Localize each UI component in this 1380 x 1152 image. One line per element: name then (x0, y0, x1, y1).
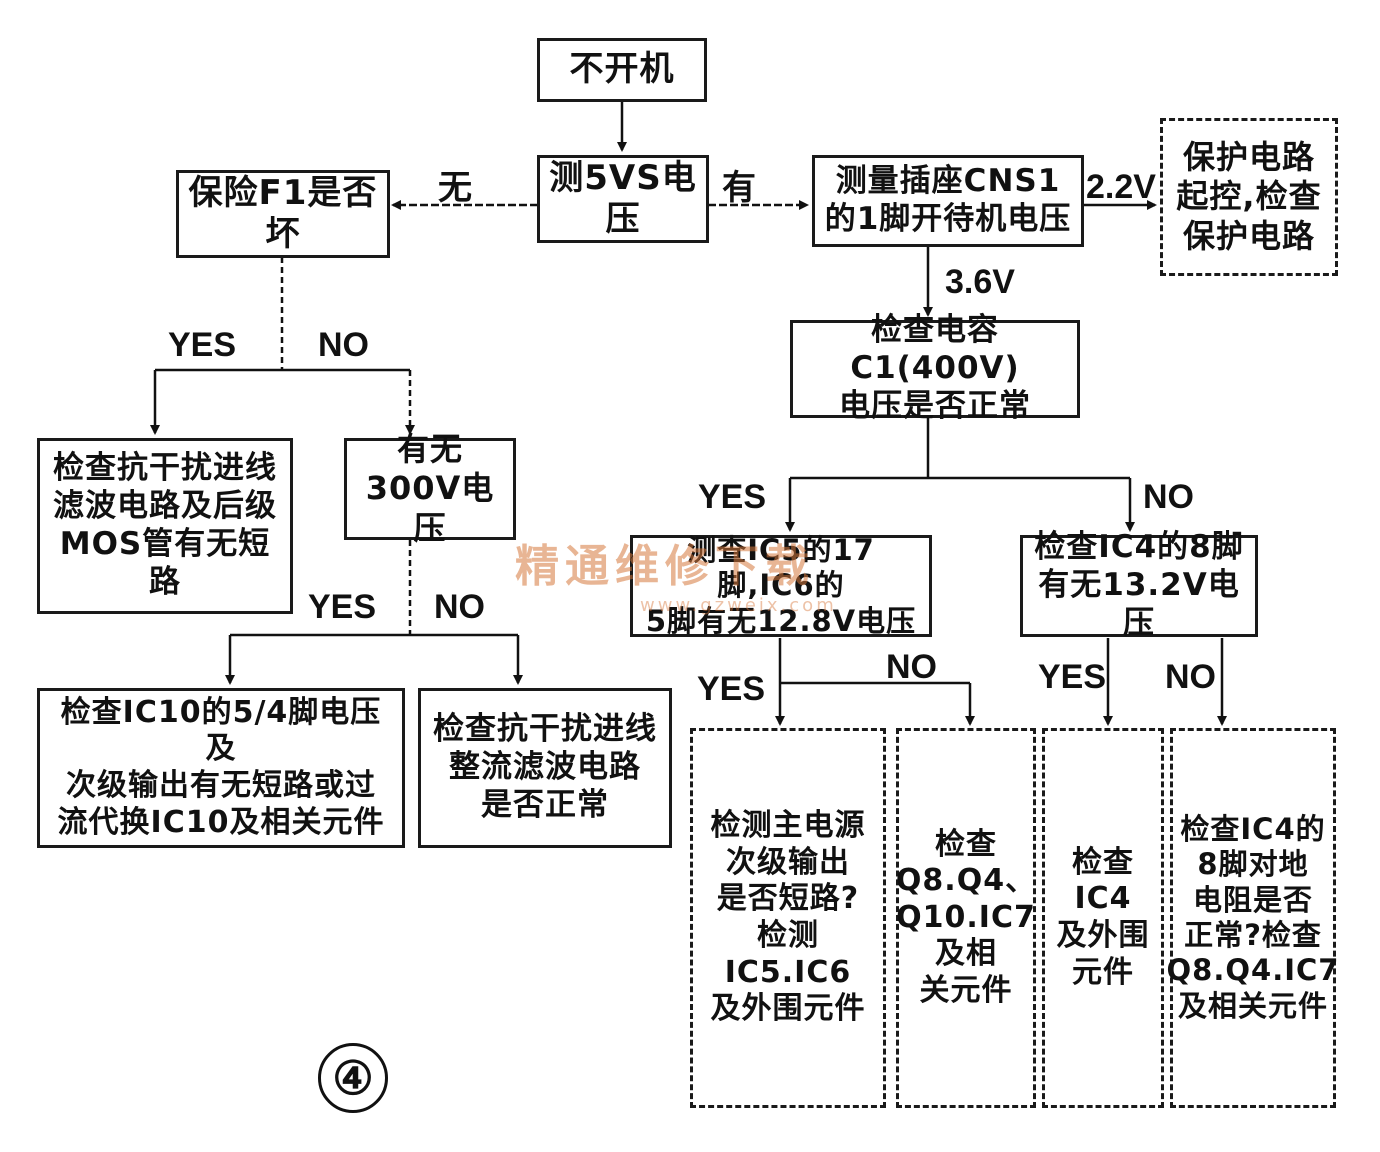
emi-mos-node: 检查抗干扰进线 滤波电路及后级 MOS管有无短路 (37, 438, 293, 614)
emi-rect-node: 检查抗干扰进线 整流滤波电路 是否正常 (418, 688, 672, 848)
label-no-c1: NO (1143, 478, 1194, 516)
label-yes-ic4: YES (1038, 658, 1107, 696)
q8-q4-node: 检查 Q8.Q4、 Q10.IC7 及相 关元件 (896, 728, 1036, 1108)
label-wu: 无 (438, 169, 472, 207)
cns1-node: 测量插座CNS1 的1脚开待机电压 (812, 155, 1084, 247)
v300-node: 有无 300V电压 (344, 430, 516, 547)
label-no-ic5: NO (886, 648, 937, 686)
label-yes-c1: YES (698, 478, 767, 516)
protect-node: 保护电路 起控,检查 保护电路 (1160, 118, 1338, 276)
ic4-resistance-node: 检查IC4的 8脚对地 电阻是否 正常?检查 Q8.Q4.IC7 及相关元件 (1167, 728, 1338, 1108)
label-yes-ic5: YES (697, 670, 766, 708)
ic10-node: 检查IC10的5/4脚电压及 次级输出有无短路或过 流代换IC10及相关元件 (37, 688, 405, 848)
watermark-url: www.gzweix.com (640, 595, 837, 616)
c1-node: 检查电容C1(400V) 电压是否正常 (790, 312, 1080, 424)
fuse-node: 保险F1是否坏 (176, 170, 390, 258)
main-secondary-node: 检测主电源 次级输出 是否短路? 检测IC5.IC6 及外围元件 (690, 728, 886, 1108)
start-node: 不开机 (537, 38, 707, 102)
watermark: 精通维修下载 (515, 541, 815, 592)
measure-5vs-node: 测5VS电压 (537, 155, 709, 243)
label-yes-300v: YES (308, 588, 377, 626)
ic4-external-node: 检查IC4 及外围 元件 (1042, 728, 1164, 1108)
ic5-ic6-node: 测查IC5的17脚,IC6的 5脚有无12.8V电压 (630, 533, 932, 638)
ic4-pin8-node: 检查IC4的8脚 有无13.2V电压 (1020, 529, 1258, 641)
label-3-6v: 3.6V (945, 263, 1015, 301)
figure-number: ④ (318, 1043, 388, 1113)
label-2-2v: 2.2V (1086, 168, 1156, 206)
label-you: 有 (722, 169, 756, 207)
label-no-fuse: NO (318, 326, 369, 364)
figure-number-text: ④ (332, 1051, 374, 1105)
label-yes-fuse: YES (168, 326, 237, 364)
label-no-ic4: NO (1165, 658, 1216, 696)
label-no-300v: NO (434, 588, 485, 626)
